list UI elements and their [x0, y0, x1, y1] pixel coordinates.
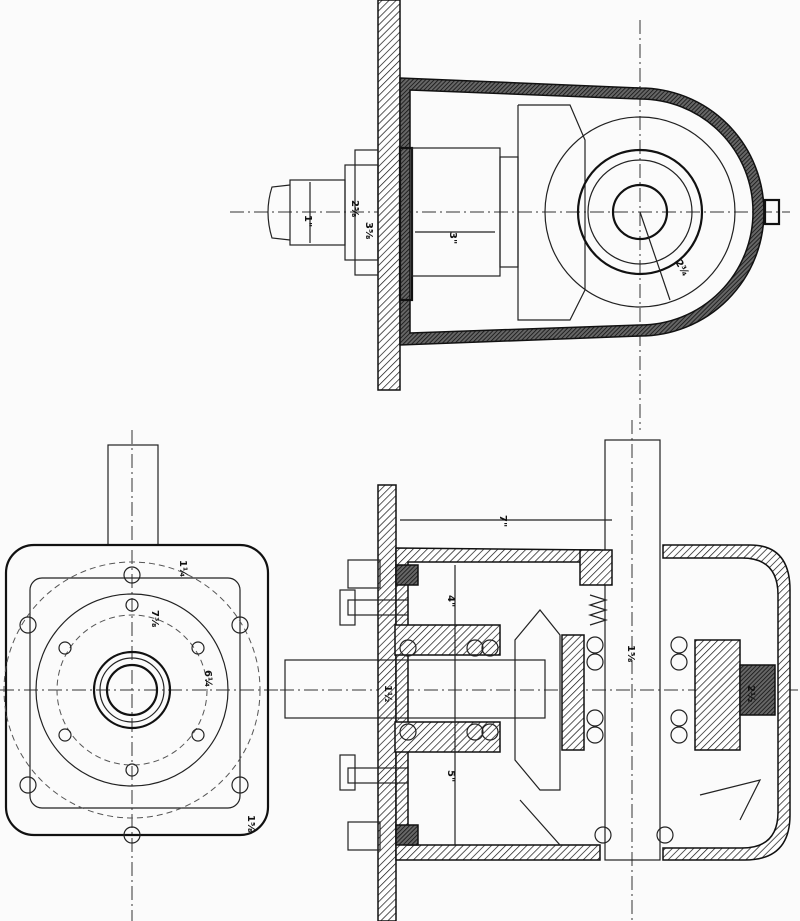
dim-label: 1¼ [177, 560, 189, 577]
gear-hub [587, 159, 693, 265]
housing-outline [29, 577, 241, 809]
horizontal-shaft [284, 659, 546, 719]
base-plate [4, 543, 270, 837]
section-view: 7" 4" 5" 1½ 1⅝ 2½ [280, 420, 800, 921]
gear-hub [694, 639, 741, 751]
gear-hub [561, 634, 585, 751]
front-view: 1¼ 7⅜ 6¼ 1⅝ [0, 430, 280, 921]
dim-label: 7⅜ [149, 610, 160, 627]
dim-label: 4" [445, 595, 456, 607]
bevel-gear-teeth [519, 779, 762, 846]
dim-label: 1⅝ [245, 815, 256, 832]
dim-label: 1" [302, 215, 313, 227]
bore [611, 183, 669, 241]
spring [587, 594, 609, 626]
outer-flange-lip [354, 149, 379, 276]
wall-plate [377, 484, 397, 921]
housing-right-wall [662, 544, 791, 861]
bearing-sleeve [394, 721, 501, 753]
housing-wall [399, 77, 765, 346]
shaft-end [267, 184, 291, 241]
dim-label: 6¼ [202, 670, 214, 687]
dim-label: 2¾ [672, 258, 690, 278]
dim-label: 2⅝ [349, 200, 360, 217]
gear-ring [576, 148, 704, 276]
dim-label: 1⅝ [625, 645, 636, 662]
dim-label: 1½ [382, 685, 393, 702]
radius-line [639, 211, 671, 301]
wall-plate [377, 0, 401, 391]
dim-label: 7" [497, 515, 508, 527]
ball-bearings [399, 636, 688, 844]
dim-label: 3⅝ [363, 222, 374, 239]
top-view: 1" 2⅝ 3⅝ 3" 2¾ [230, 0, 790, 430]
flange-circle [35, 593, 229, 787]
dim-label: 3" [447, 232, 458, 244]
hub-circle [92, 650, 172, 730]
boss [739, 664, 776, 716]
vertical-shaft [604, 439, 661, 861]
bolts [339, 559, 419, 851]
shaft-stub [289, 179, 346, 246]
gear-outline [544, 116, 736, 308]
bolt-holes [19, 566, 249, 844]
shaft-projection [107, 444, 159, 546]
dim-label: 5" [445, 770, 456, 782]
bevel-gear [514, 609, 561, 791]
gland [579, 549, 613, 586]
drain-plug [763, 198, 781, 226]
dim-label: 2½ [745, 685, 756, 702]
shaft-circle [105, 663, 159, 717]
